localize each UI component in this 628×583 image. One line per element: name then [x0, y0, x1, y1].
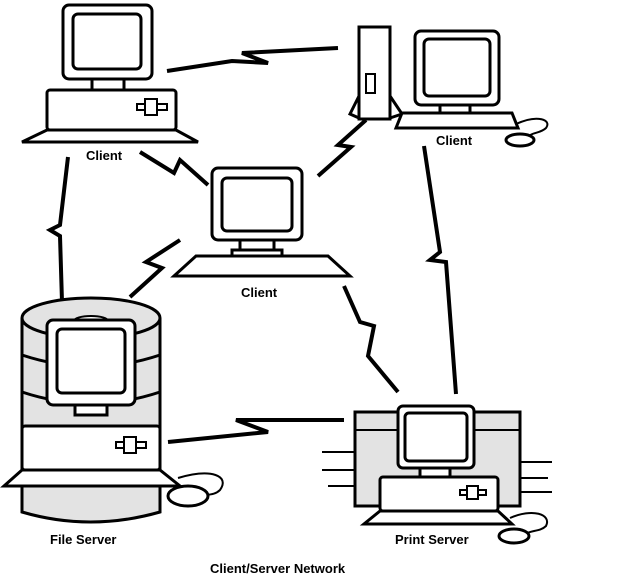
drive-slot-icon — [115, 436, 147, 454]
diagram-title: Client/Server Network — [210, 561, 346, 576]
link-center-fileserver — [128, 238, 182, 299]
monitor-screen — [55, 327, 127, 395]
link-topleft-fileserver — [45, 156, 70, 303]
client-center — [170, 166, 354, 278]
keyboard — [0, 468, 185, 488]
network-links — [45, 46, 458, 444]
link-topleft-topright — [166, 46, 339, 73]
client-center-label: Client — [241, 285, 278, 300]
link-fileserver-printserver — [167, 418, 344, 444]
drive-slot-icon — [459, 485, 487, 500]
monitor-screen — [422, 37, 492, 98]
mouse — [497, 527, 531, 545]
monitor-stand — [73, 403, 109, 417]
print-server-label: Print Server — [395, 532, 469, 547]
link-topright-printserver — [422, 145, 458, 395]
file-server — [0, 296, 224, 524]
client-top-left-label: Client — [86, 148, 123, 163]
tower-drive — [365, 73, 376, 94]
monitor-screen — [220, 176, 294, 233]
monitor-screen — [71, 12, 143, 71]
print-server — [322, 404, 552, 545]
paper-tray-left — [322, 451, 355, 487]
keyboard — [359, 509, 516, 526]
link-topright-center — [316, 118, 368, 178]
paper-tray-right — [520, 461, 552, 493]
client-top-right — [347, 25, 549, 148]
tower-foot-left — [347, 95, 361, 120]
mouse — [166, 484, 210, 508]
monitor-stand — [90, 77, 126, 92]
monitor-screen — [403, 411, 469, 463]
keyboard — [393, 111, 521, 130]
link-topleft-center — [138, 150, 210, 187]
keyboard — [170, 254, 354, 278]
mouse — [504, 132, 536, 148]
mouse-cord — [509, 511, 549, 535]
client-top-left — [21, 3, 199, 144]
link-center-printserver — [342, 285, 400, 394]
client-top-right-label: Client — [436, 133, 473, 148]
mouse-cord — [515, 117, 549, 139]
drive-slot-icon — [136, 98, 168, 116]
keyboard — [21, 128, 199, 144]
file-server-label: File Server — [50, 532, 117, 547]
